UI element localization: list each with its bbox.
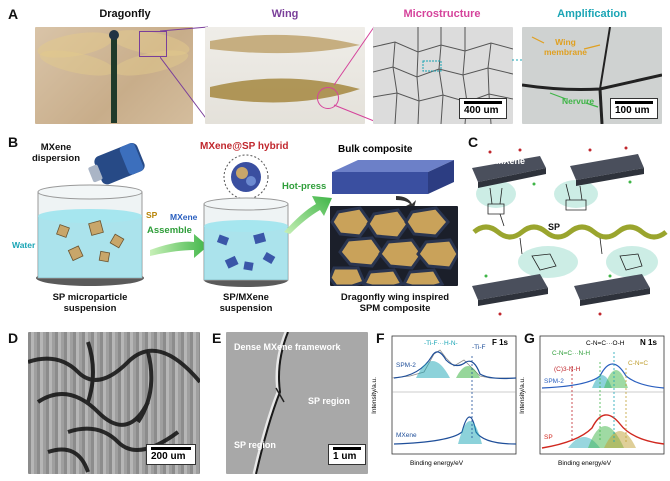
sp-particle-label: SP [146, 210, 158, 220]
sem-image-e: Dense MXene framework SP region SP regio… [226, 332, 368, 474]
micro-scale-text: 400 um [464, 105, 499, 116]
f-peak-tif-label: -Ti-F [472, 344, 486, 351]
c-sp-label: SP [548, 222, 561, 232]
g-peak-cnh-label: C-N=C···N-H [552, 350, 591, 357]
e-scale-line [333, 447, 361, 450]
amp-scale-bar: 100 um [610, 98, 658, 119]
panel-label-d: D [8, 330, 19, 346]
panel-label-c: C [468, 134, 479, 150]
g-peak-cn-label: C-N=C [628, 360, 649, 367]
connector-lines-a1 [160, 26, 209, 122]
dragonfly-photo [35, 27, 193, 124]
wing-photo [205, 27, 365, 124]
caption3-line1: Dragonfly wing inspired [340, 292, 450, 303]
g-series-top-label: SPM-2 [544, 378, 564, 385]
microstructure-photo: 400 um [373, 27, 513, 124]
hybrid-particle-icon [223, 154, 269, 200]
e-scale-text: 1 um [333, 451, 357, 462]
amp-scale-line [615, 101, 653, 104]
mxene-dispersion-line2: dispersion [31, 153, 81, 164]
c-mxene-label: MXene [496, 156, 526, 166]
wing-membrane-line1: Wing [555, 37, 576, 47]
interface-schematic-diagram [472, 146, 668, 316]
g-xlabel: Binding energy/eV [558, 460, 612, 467]
sp-region-right-label: SP region [308, 396, 350, 406]
f-peak-tifn-label: -Ti-F···H-N- [424, 340, 458, 347]
xps-f1s-plot: F 1s -Ti-F···H-N- -Ti-F SPM-2 MXene Bind… [371, 332, 520, 472]
zoom-arrow-icon [396, 196, 416, 208]
sem-image-d: 200 um [28, 332, 200, 474]
g-peak-c3nh-label: (C)3-N-H [554, 366, 581, 373]
panel-label-g: G [524, 330, 535, 346]
f-corner-label: F 1s [492, 338, 509, 347]
water-label: Water [12, 240, 36, 250]
hotpress-label: Hot-press [282, 181, 327, 192]
wing-membrane-line2: membrane [544, 47, 587, 57]
f-ylabel: Intensity/a.u. [370, 377, 378, 414]
sp-region-left-label: SP region [234, 440, 276, 450]
nervure-annotation: Nervure [562, 96, 595, 106]
panel-label-f: F [376, 330, 385, 346]
caption2-line2: suspension [219, 303, 273, 314]
g-ylabel: Intensity/a.u. [518, 377, 526, 414]
mxene-in-beaker-label: MXene [170, 212, 198, 222]
hybrid-label: MXene@SP hybrid [200, 141, 289, 152]
panel-label-a: A [8, 6, 19, 22]
dragonfly-title: Dragonfly [99, 8, 151, 20]
g-corner-label: N 1s [640, 338, 657, 347]
caption1-line1: SP microparticle [52, 292, 128, 303]
connector-lines-a2 [333, 26, 375, 122]
g-peak-cnc-label: C-N=C···O-H [586, 340, 625, 347]
assemble-label: Assemble [147, 225, 192, 236]
d-scale-line [151, 447, 191, 450]
caption1-line2: suspension [63, 303, 117, 314]
amp-scale-text: 100 um [615, 105, 650, 116]
f-series-bottom-label: MXene [396, 432, 417, 439]
honeycomb-composite-image [330, 206, 458, 286]
f-xlabel: Binding energy/eV [410, 460, 464, 467]
microstructure-select-circle [317, 87, 339, 109]
wing-select-box [139, 31, 167, 57]
wing-title: Wing [271, 8, 299, 20]
bulk-composite-block-icon [332, 160, 454, 194]
micro-scale-bar: 400 um [459, 98, 507, 119]
caption3-line2: SPM composite [359, 303, 431, 314]
pouring-bottle-icon [88, 142, 145, 185]
assemble-arrow-icon [150, 234, 208, 258]
f-series-top-label: SPM-2 [396, 362, 416, 369]
panel-label-b: B [8, 134, 19, 150]
mxene-dispersion-line1: MXene [40, 142, 72, 153]
bulk-composite-label: Bulk composite [338, 144, 413, 155]
xps-n1s-plot: N 1s C-N=C···O-H C-N=C···N-H (C)3-N-H C-… [519, 332, 668, 472]
sp-suspension-beaker-icon [36, 184, 144, 286]
panel-label-e: E [212, 330, 222, 346]
d-scale-text: 200 um [151, 451, 186, 462]
dense-framework-label: Dense MXene framework [234, 342, 341, 352]
d-scale-bar: 200 um [146, 444, 196, 465]
hotpress-arrow-icon [284, 196, 332, 234]
microstructure-title: Microstructure [403, 8, 481, 20]
micro-scale-line [464, 101, 502, 104]
g-series-bottom-label: SP [544, 434, 553, 441]
amplification-title: Amplification [557, 8, 627, 20]
caption2-line1: SP/MXene [223, 292, 269, 303]
e-scale-bar: 1 um [328, 444, 366, 465]
spmxene-beaker-icon [203, 197, 289, 287]
